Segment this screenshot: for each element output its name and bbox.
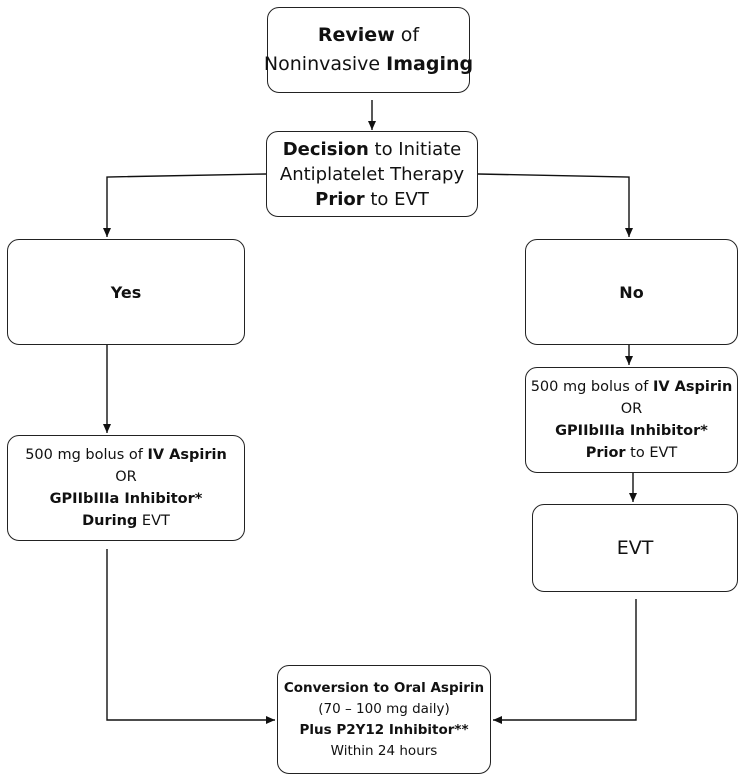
bold-text-run: IV Aspirin [652,379,733,395]
bold-text-run: Conversion to Oral Aspirin [283,679,485,696]
node-text-line: OR [115,466,137,488]
node-text-line: No [619,283,643,302]
bold-text-run: No [619,282,644,302]
node-text-line: Prior to EVT [586,442,678,464]
bold-text-run: Yes [110,282,142,302]
text-run: to Initiate [368,138,462,160]
text-run: to EVT [364,188,429,210]
node-text-line: Decision to Initiate [283,137,462,162]
text-run: EVT [137,513,170,529]
bold-text-run: GPIIbIIIa Inhibitor* [555,423,708,439]
node-text-line: Prior to EVT [315,187,429,212]
edge-decision-to-yes [103,173,267,237]
node-text-line: Conversion to Oral Aspirin [284,678,484,699]
bold-text-run: Imaging [386,53,474,75]
no-node: No [525,239,738,345]
evt-node: EVT [532,504,738,592]
bold-text-run: During [82,513,138,529]
yes-node: Yes [7,239,245,345]
bold-text-run: IV Aspirin [147,447,227,463]
text-run: 500 mg bolus of [25,447,148,463]
text-run: OR [620,401,643,417]
node-text-line: GPIIbIIIa Inhibitor* [50,488,203,510]
text-run: EVT [616,537,654,559]
bold-text-run: Prior [585,445,626,461]
node-text-line: 500 mg bolus of IV Aspirin [531,376,733,398]
node-text-line: Noninvasive Imaging [264,50,473,79]
text-run: to EVT [625,445,678,461]
bold-text-run: Decision [282,138,369,160]
node-text-line: Plus P2Y12 Inhibitor** [299,720,468,741]
node-text-line: Within 24 hours [331,741,438,762]
node-text-line: Antiplatelet Therapy [280,162,464,187]
edge-decision-to-no [477,173,633,237]
text-run: of [394,24,420,46]
node-text-line: Review of [318,21,419,50]
bold-text-run: GPIIbIIIa Inhibitor* [49,491,203,507]
node-text-line: EVT [617,537,654,559]
text-run: 500 mg bolus of [530,379,653,395]
edge-yes-treatment-to-conversion [106,549,275,724]
text-run: (70 – 100 mg daily) [318,700,450,717]
edge-evt-to-conversion [493,599,637,724]
node-text-line: Yes [111,283,142,302]
conversion-node: Conversion to Oral Aspirin (70 – 100 mg d… [277,665,491,774]
text-run: Within 24 hours [330,742,438,759]
text-run: Antiplatelet Therapy [279,163,465,185]
node-text-line: (70 – 100 mg daily) [318,699,449,720]
node-text-line: 500 mg bolus of IV Aspirin [25,444,227,466]
bold-text-run: Review [317,24,395,46]
bold-text-run: Plus P2Y12 Inhibitor** [299,721,469,738]
node-text-line: During EVT [82,510,170,532]
text-run: Noninvasive [263,53,387,75]
node-text-line: GPIIbIIIa Inhibitor* [555,420,708,442]
text-run: OR [115,469,137,485]
bold-text-run: Prior [315,188,365,210]
node-text-line: OR [621,398,643,420]
